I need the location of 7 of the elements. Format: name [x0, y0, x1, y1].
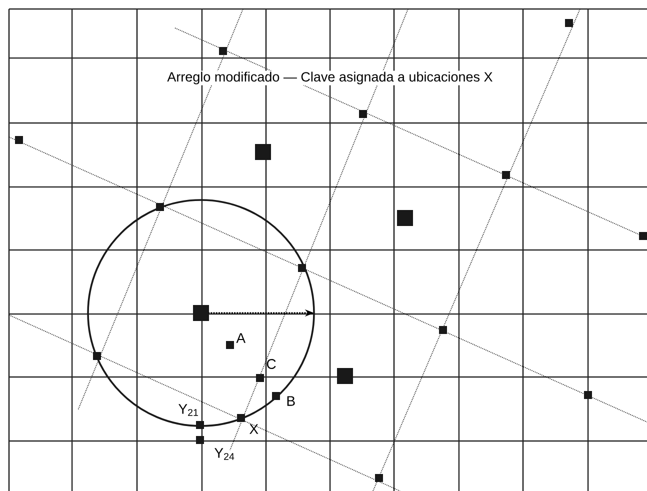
- point-label: B: [287, 396, 295, 406]
- title: Arreglo modificado — Clave asignada a ubicaciones X: [166, 70, 494, 86]
- point-label: X: [250, 424, 258, 434]
- point-label: Y$_{24}$: [214, 448, 234, 460]
- point-label: A: [236, 333, 246, 343]
- point-label: Y$_{21}$: [178, 404, 198, 416]
- point-label: C: [266, 359, 276, 369]
